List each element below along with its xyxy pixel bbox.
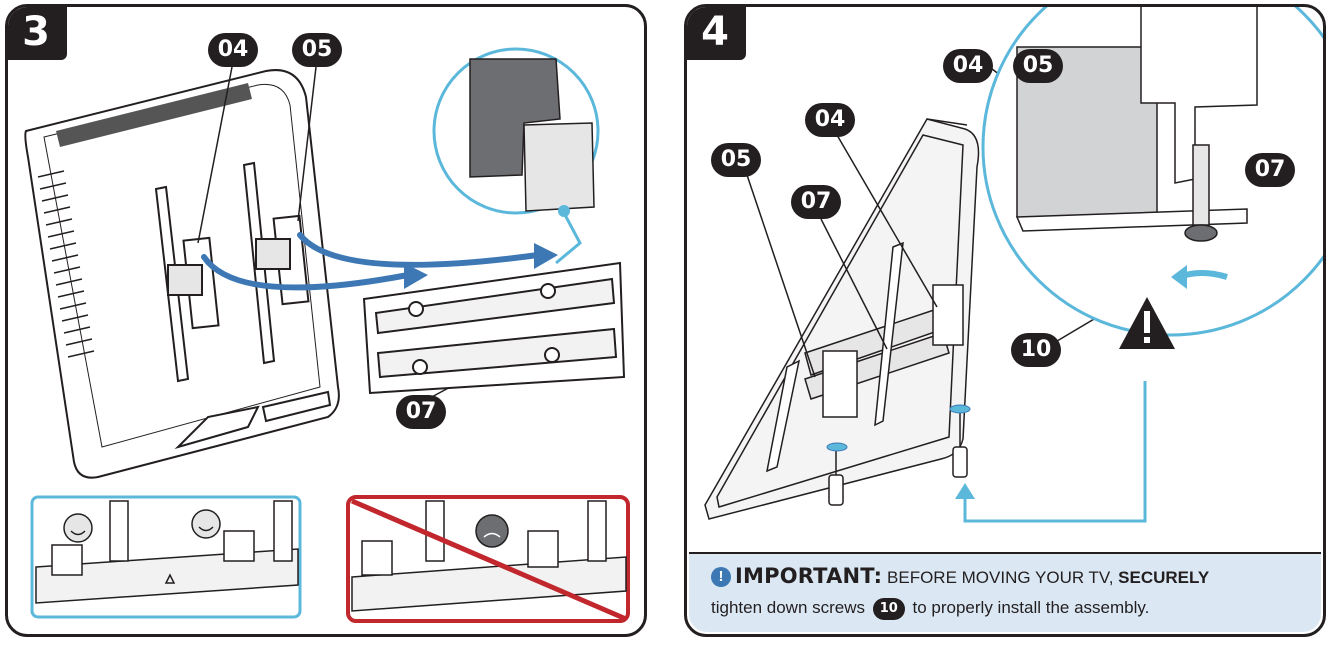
warning-leader-arrow xyxy=(955,483,975,499)
label-part-04: 04 xyxy=(208,33,258,67)
detail-label-04: 04 xyxy=(943,49,993,83)
warning-exclaim-bar xyxy=(1144,311,1150,333)
step-4-illustration xyxy=(704,7,1323,523)
label-part-07: 07 xyxy=(396,395,446,429)
important-note-box: !IMPORTANT: BEFORE MOVING YOUR TV, SECUR… xyxy=(689,552,1321,632)
important-note-line-2: tighten down screws 10 to properly insta… xyxy=(711,598,1149,620)
step-number-3: 3 xyxy=(8,7,67,60)
tv-back-drawing xyxy=(24,69,340,479)
label-part-05: 05 xyxy=(711,143,761,177)
screw-reference-badge: 10 xyxy=(872,598,905,620)
important-emphasis: SECURELY xyxy=(1118,568,1210,587)
prohibited-slash xyxy=(351,498,627,622)
important-heading: IMPORTANT: xyxy=(735,564,883,588)
rotate-arrow-small-icons xyxy=(826,404,971,452)
label-part-05: 05 xyxy=(292,33,342,67)
important-note-line-1: !IMPORTANT: BEFORE MOVING YOUR TV, SECUR… xyxy=(711,564,1209,588)
detail-label-07: 07 xyxy=(1245,153,1295,187)
step-3-illustration xyxy=(24,47,630,623)
warning-exclaim-dot xyxy=(1144,337,1150,343)
articulating-arm-drawing xyxy=(766,241,964,473)
important-text: BEFORE MOVING YOUR TV, xyxy=(887,568,1114,587)
smile-marks xyxy=(70,526,214,536)
label-part-04: 04 xyxy=(805,103,855,137)
frown-mark xyxy=(483,532,501,538)
wall-plate-drawing xyxy=(362,261,626,395)
exclamation-icon: ! xyxy=(711,567,731,587)
detail-leader-dot xyxy=(558,205,570,217)
detail-bracket-drawing xyxy=(1015,7,1258,242)
detail-leader xyxy=(555,212,582,265)
detail-label-05: 05 xyxy=(1013,49,1063,83)
arrow-head-right xyxy=(534,243,558,269)
sad-face-icon xyxy=(475,514,509,548)
correct-example-drawing xyxy=(35,500,299,604)
step-number-4: 4 xyxy=(687,7,746,60)
tighten-arrow-head xyxy=(1171,265,1187,289)
arrow-head-left xyxy=(404,263,428,289)
important-line2-after: to properly install the assembly. xyxy=(912,598,1150,617)
detail-hook-drawing xyxy=(469,58,595,212)
screwdriver-drawing xyxy=(828,413,968,506)
smiley-face-icon xyxy=(63,509,221,543)
step-3-panel: 3 04 05 07 xyxy=(5,4,647,637)
label-part-07: 07 xyxy=(791,185,841,219)
step-4-panel: 4 04 05 07 04 05 07 10 !IMPORTANT: BEFOR… xyxy=(684,4,1326,637)
important-line2-before: tighten down screws xyxy=(711,598,866,617)
warning-leader-line xyxy=(963,381,1147,523)
blue-direction-arrows xyxy=(201,232,541,291)
detail-label-10: 10 xyxy=(1011,333,1061,367)
incorrect-example-drawing xyxy=(351,500,627,612)
